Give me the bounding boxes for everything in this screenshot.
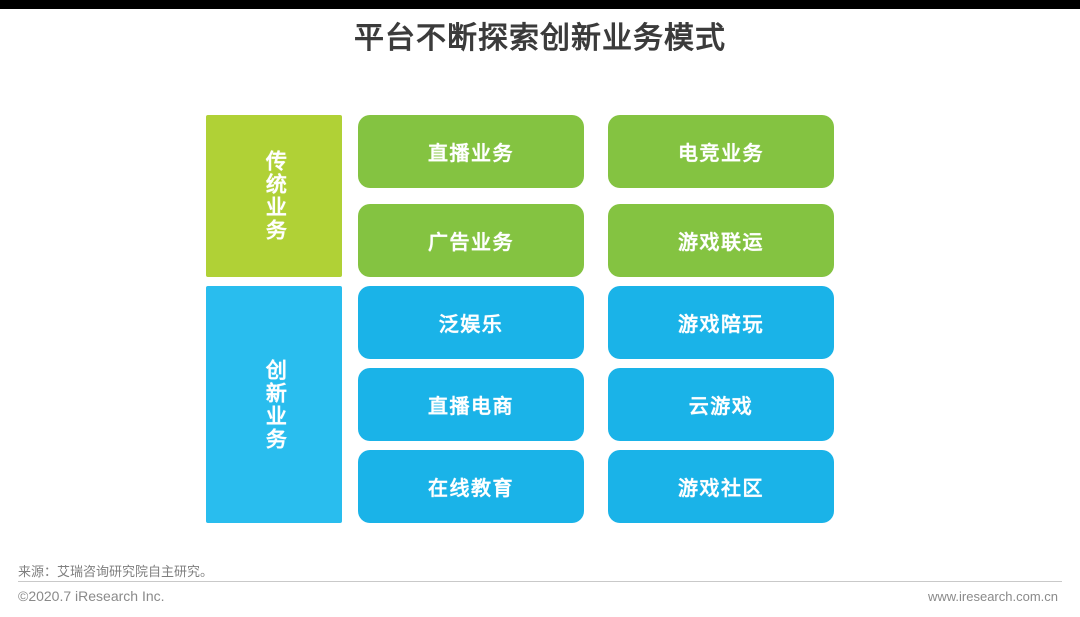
band-innovation-business: 创新业务 泛娱乐 游戏陪玩 直播电商 云游戏 在线教育 游戏社区 (206, 286, 834, 523)
business-card[interactable]: 直播业务 (358, 115, 584, 188)
card-row: 直播电商 云游戏 (358, 368, 834, 441)
page-title: 平台不断探索创新业务模式 (354, 22, 726, 55)
business-model-matrix: 传统业务 直播业务 电竞业务 广告业务 游戏联运 创新业务 泛娱乐 (206, 115, 834, 523)
business-card[interactable]: 游戏社区 (608, 450, 834, 523)
card-row: 直播业务 电竞业务 (358, 115, 834, 188)
business-card[interactable]: 游戏联运 (608, 204, 834, 277)
cards-column-traditional: 直播业务 电竞业务 广告业务 游戏联运 (358, 115, 834, 277)
footer-divider (18, 581, 1062, 582)
business-card[interactable]: 泛娱乐 (358, 286, 584, 359)
business-card[interactable]: 云游戏 (608, 368, 834, 441)
business-card[interactable]: 在线教育 (358, 450, 584, 523)
category-panel-traditional[interactable]: 传统业务 (206, 115, 342, 277)
category-label-innovation: 创新业务 (263, 358, 287, 451)
source-note: 来源：艾瑞咨询研究院自主研究。 (18, 564, 214, 579)
copyright-text: ©2020.7 iResearch Inc. (18, 588, 165, 604)
band-traditional-business: 传统业务 直播业务 电竞业务 广告业务 游戏联运 (206, 115, 834, 277)
category-label-traditional: 传统业务 (263, 150, 287, 242)
card-row: 泛娱乐 游戏陪玩 (358, 286, 834, 359)
business-card[interactable]: 直播电商 (358, 368, 584, 441)
business-card[interactable]: 电竞业务 (608, 115, 834, 188)
card-row: 广告业务 游戏联运 (358, 204, 834, 277)
category-panel-innovation[interactable]: 创新业务 (206, 286, 342, 523)
business-card[interactable]: 广告业务 (358, 204, 584, 277)
card-row: 在线教育 游戏社区 (358, 450, 834, 523)
website-url: www.iresearch.com.cn (927, 589, 1058, 604)
cards-column-innovation: 泛娱乐 游戏陪玩 直播电商 云游戏 在线教育 游戏社区 (358, 286, 834, 523)
business-card[interactable]: 游戏陪玩 (608, 286, 834, 359)
top-letterbox-band (0, 0, 1080, 9)
